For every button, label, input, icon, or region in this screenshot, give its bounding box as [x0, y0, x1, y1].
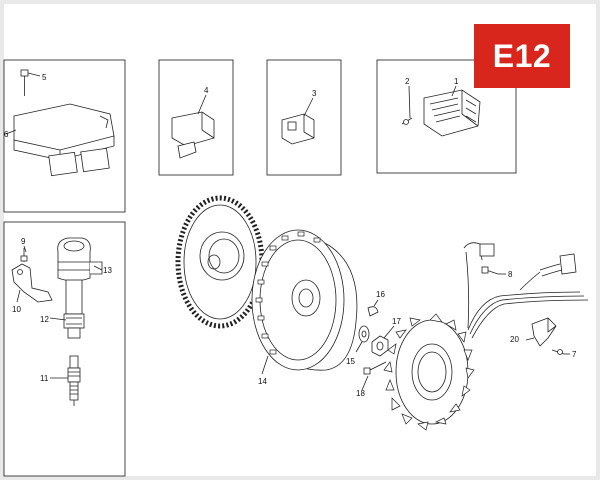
callout-1: 1 [454, 77, 459, 86]
callout-20: 20 [510, 335, 519, 344]
callout-3: 3 [312, 89, 317, 98]
callout-2: 2 [405, 77, 410, 86]
nut-17 [371, 335, 389, 357]
callout-8: 8 [508, 270, 513, 279]
bolt-7 [551, 349, 565, 355]
spark-plug-11 [67, 355, 81, 406]
callout-7: 7 [572, 350, 577, 359]
bolt-8 [481, 266, 499, 275]
callout-11: 11 [40, 374, 49, 383]
inset-box-relay-3 [266, 59, 342, 176]
starter-gear [175, 195, 265, 329]
wiring-harness [463, 242, 589, 339]
stator [383, 313, 475, 431]
coil-13 [57, 237, 103, 282]
ecu-module [13, 103, 115, 177]
inset-box-ignition [3, 221, 126, 477]
callout-17: 17 [392, 317, 401, 326]
callout-9: 9 [21, 237, 26, 246]
callout-13: 13 [103, 266, 112, 275]
callout-12: 12 [40, 315, 49, 324]
flywheel-14 [251, 229, 358, 371]
bolt-18 [363, 361, 387, 375]
section-code-badge: E12 [474, 24, 570, 88]
relay-4 [171, 111, 215, 159]
inset-box-relay-4 [158, 59, 234, 176]
callout-5: 5 [42, 73, 47, 82]
washer-15 [358, 325, 370, 343]
regulator-1 [423, 89, 481, 137]
woodruff-key-16 [367, 306, 379, 317]
bolt-9 [20, 248, 28, 262]
callout-4: 4 [204, 86, 209, 95]
callout-6: 6 [4, 130, 9, 139]
bracket-10 [11, 263, 53, 303]
inset-box-regulator [376, 59, 517, 174]
inset-box-ecu [3, 59, 126, 213]
bolt-5 [20, 69, 29, 96]
callout-15: 15 [346, 357, 355, 366]
callout-14: 14 [258, 377, 267, 386]
boot-12 [63, 279, 85, 339]
screw-2 [401, 117, 413, 125]
relay-3 [281, 113, 315, 145]
callout-18: 18 [356, 389, 365, 398]
callout-10: 10 [12, 305, 21, 314]
clamp-20 [531, 317, 557, 347]
callout-16: 16 [376, 290, 385, 299]
